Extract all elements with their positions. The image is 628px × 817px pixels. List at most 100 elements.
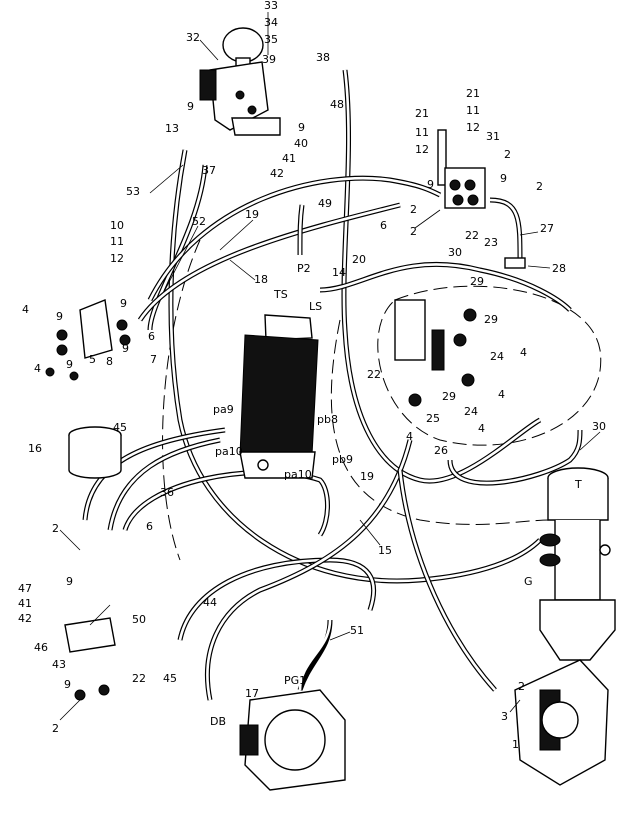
center-swivel <box>539 467 616 661</box>
callout: 9 <box>187 100 194 113</box>
callout: 12 <box>415 143 429 156</box>
callout: 34 <box>264 16 278 29</box>
callout: 9 <box>66 358 73 371</box>
callout: 11 <box>466 104 480 117</box>
brake-valve <box>437 129 526 269</box>
callout: 9 <box>56 310 63 323</box>
callout: 36 <box>160 486 174 499</box>
callout: 4 <box>34 362 41 375</box>
callout: 42 <box>270 167 284 180</box>
callout: T <box>574 478 582 491</box>
callout: 48 <box>330 98 344 111</box>
callout: pa9 <box>213 403 234 416</box>
callout: 2 <box>410 203 417 216</box>
callout: 16 <box>28 442 42 455</box>
callout: 53 <box>126 185 140 198</box>
callout: 6 <box>146 520 153 533</box>
callout: 21 <box>415 107 429 120</box>
callout: 41 <box>18 597 32 610</box>
callout: 30 <box>592 420 606 433</box>
callout: 22 <box>465 229 479 242</box>
callout: 47 <box>18 582 32 595</box>
main-pump <box>514 659 609 786</box>
callout: 21 <box>466 87 480 100</box>
callout: 29 <box>442 390 456 403</box>
callout: 9 <box>122 342 129 355</box>
callout: 40 <box>294 137 308 150</box>
callout: 2 <box>518 680 525 693</box>
callout: 9 <box>427 178 434 191</box>
callout: LS <box>309 300 322 313</box>
callout: 17 <box>245 687 259 700</box>
callout: 49 <box>318 197 332 210</box>
accumulator-manifold <box>199 27 281 136</box>
callout: 10 <box>110 219 124 232</box>
callout: 35 <box>264 33 278 46</box>
pump-motor <box>239 689 346 791</box>
callout: 15 <box>378 544 392 557</box>
callout: 22 <box>132 672 146 685</box>
callout: 28 <box>552 262 566 275</box>
callout: 25 <box>426 412 440 425</box>
callout: pb9 <box>332 453 353 466</box>
callout: 42 <box>18 612 32 625</box>
callout: 20 <box>352 253 366 266</box>
callout: 12 <box>110 252 124 265</box>
callout: 18 <box>254 273 268 286</box>
callout: TS <box>273 288 288 301</box>
callout: 44 <box>203 596 217 609</box>
callout: 29 <box>470 275 484 288</box>
callout: 13 <box>165 122 179 135</box>
callout: 1 <box>512 738 519 751</box>
callout: 26 <box>434 444 448 457</box>
callout: 9 <box>298 121 305 134</box>
callout: 37 <box>202 164 216 177</box>
callout: 39 <box>262 53 276 66</box>
callout: 7 <box>150 353 157 366</box>
callout: 5 <box>89 353 96 366</box>
callout: 12 <box>466 121 480 134</box>
callout: 2 <box>52 522 59 535</box>
callout: 23 <box>484 236 498 249</box>
callout: 46 <box>34 641 48 654</box>
callout: 33 <box>264 0 278 12</box>
callout: 4 <box>498 388 505 401</box>
callout: 45 <box>163 672 177 685</box>
callout: 6 <box>148 330 155 343</box>
callout: G <box>524 575 533 588</box>
callout: 30 <box>448 246 462 259</box>
callout: P2 <box>297 262 311 275</box>
callout: 29 <box>484 313 498 326</box>
callout: 43 <box>52 658 66 671</box>
callout: 9 <box>500 172 507 185</box>
callout: 51 <box>350 624 364 637</box>
pilot-valve-block <box>394 299 477 407</box>
callout: 11 <box>415 126 429 139</box>
callout: 19 <box>245 208 259 221</box>
leader-lines <box>59 12 601 721</box>
callout: 4 <box>520 346 527 359</box>
callout: 24 <box>490 350 504 363</box>
callout: 9 <box>66 575 73 588</box>
callout: 8 <box>106 355 113 368</box>
callout: 4 <box>478 422 485 435</box>
callout: pa10 <box>284 468 312 481</box>
callout: 41 <box>282 152 296 165</box>
callout: pa10 <box>215 445 243 458</box>
callout: 24 <box>464 405 478 418</box>
hoses <box>82 69 583 701</box>
callout: 2 <box>536 180 543 193</box>
callout: 11 <box>110 235 124 248</box>
callout: 38 <box>316 51 330 64</box>
callout: 14 <box>332 266 346 279</box>
callout: 27 <box>540 222 554 235</box>
callout: 31 <box>486 130 500 143</box>
filter-cup <box>68 426 122 479</box>
callout: 3 <box>501 710 508 723</box>
callout: 4 <box>22 303 29 316</box>
callout: 32 <box>186 31 200 44</box>
callout-labels: 33 34 35 32 39 38 48 9 9 13 37 40 41 42 … <box>18 0 606 751</box>
callout: PG1 <box>284 674 306 687</box>
callout: 6 <box>380 219 387 232</box>
